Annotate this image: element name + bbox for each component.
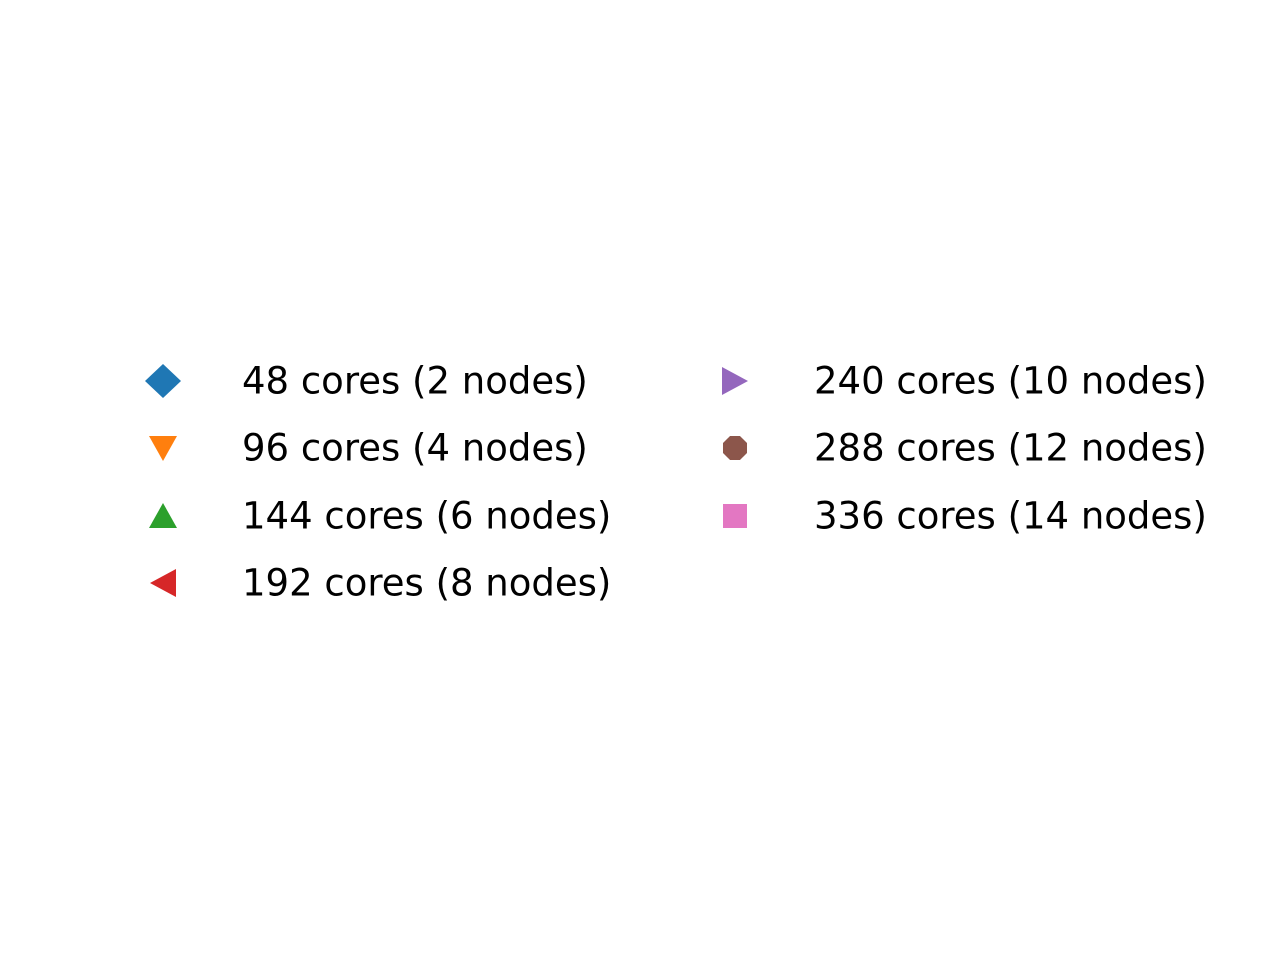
legend-label: 192 cores (8 nodes) [242,562,611,605]
triangle-down-marker-icon [149,436,177,461]
legend-label: 336 cores (14 nodes) [814,495,1207,538]
legend-entry: 288 cores (12 nodes) [722,427,1207,470]
legend-entry: 144 cores (6 nodes) [149,495,611,538]
square-marker-icon [723,504,747,528]
legend-label: 240 cores (10 nodes) [814,360,1207,403]
legend-label: 96 cores (4 nodes) [242,427,588,470]
legend-entries: 48 cores (2 nodes) 96 cores (4 nodes) 144 … [145,360,1207,605]
legend-label: 48 cores (2 nodes) [242,360,588,403]
legend-label: 144 cores (6 nodes) [242,495,611,538]
legend-entry: 336 cores (14 nodes) [723,495,1207,538]
triangle-up-marker-icon [149,503,177,528]
legend-entry: 48 cores (2 nodes) [145,360,588,403]
triangle-right-marker-icon [722,367,748,395]
legend-entry: 240 cores (10 nodes) [722,360,1207,403]
legend-entry: 192 cores (8 nodes) [150,562,611,605]
octagon-marker-icon [722,435,748,461]
triangle-left-marker-icon [150,569,176,597]
diamond-marker-icon [145,364,181,398]
legend-label: 288 cores (12 nodes) [814,427,1207,470]
legend-entry: 96 cores (4 nodes) [149,427,588,470]
